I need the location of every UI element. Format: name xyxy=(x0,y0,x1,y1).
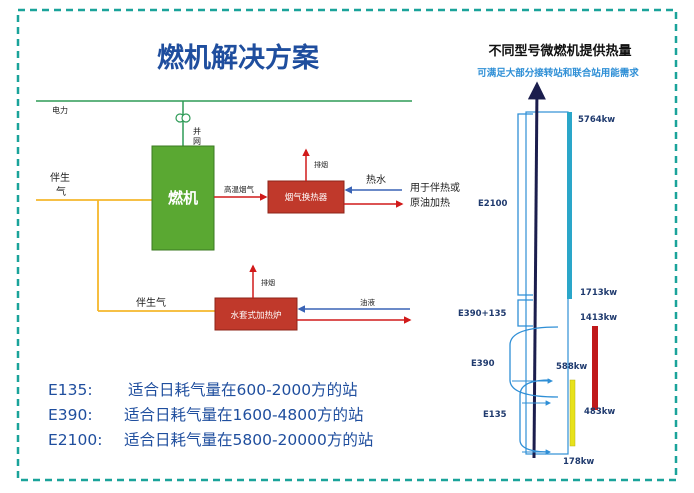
assoc-gas-line2: 气 xyxy=(56,185,66,198)
water-heater-box xyxy=(214,297,298,331)
heat-exchanger-box xyxy=(267,180,345,214)
bracket-e390 xyxy=(509,326,559,398)
bracket-e390-135 xyxy=(517,299,533,327)
grid-label-text: 并 xyxy=(193,126,201,136)
value-5764: 5764kw xyxy=(578,115,615,125)
hot-water-label: 热水 xyxy=(366,173,386,186)
scale-label-e390: E390 xyxy=(471,359,495,369)
bar-e390 xyxy=(592,326,598,410)
heat-exchanger-label: 烟气换热器 xyxy=(285,192,328,203)
value-483: 483kw xyxy=(584,407,615,417)
spec-model-2: E2100: xyxy=(48,431,102,449)
spec-desc-0: 适合日耗气量在600-2000方的站 xyxy=(128,381,358,399)
slide-frame xyxy=(16,8,678,482)
right-title: 不同型号微燃机提供热量 xyxy=(488,43,631,59)
turbine-label: 燃机 xyxy=(168,189,198,207)
page-title: 燃机解决方案 xyxy=(157,42,320,74)
exhaust-hot-label: 高温烟气 xyxy=(224,184,254,194)
power-label: 电力 xyxy=(52,105,68,115)
spec-desc-2: 适合日耗气量在5800-20000方的站 xyxy=(124,431,373,449)
bracket-e2100 xyxy=(517,113,533,296)
assoc-gas-bottom-label: 伴生气 xyxy=(136,296,166,309)
water-heater-label: 水套式加热炉 xyxy=(230,310,281,321)
specs-list: E135: 适合日耗气量在600-2000方的站 E390: 适合日耗气量在16… xyxy=(48,381,373,449)
scale-label-e135: E135 xyxy=(483,410,507,420)
value-588: 588kw xyxy=(556,362,587,372)
heating-use-label: 用于伴热或 原油加热 xyxy=(410,181,463,209)
turbine-box xyxy=(151,145,215,251)
assoc-gas-left-label: 伴生 气 xyxy=(50,171,73,198)
right-subtitle: 可满足大部分接转站和联合站用能需求 xyxy=(477,67,639,79)
assoc-gas-line1: 伴生 xyxy=(50,171,70,184)
bar-e135 xyxy=(569,379,576,447)
smoke1-label: 排烟 xyxy=(314,160,328,169)
spec-desc-1: 适合日耗气量在1600-4800方的站 xyxy=(124,406,364,424)
grid-label-text-2: 网 xyxy=(193,137,201,146)
scale-label-e2100: E2100 xyxy=(478,199,508,209)
heating-use-line1: 用于伴热或 xyxy=(410,181,460,194)
heating-use-line2: 原油加热 xyxy=(410,196,450,209)
scale-label-e390-135: E390+135 xyxy=(458,309,507,319)
transformer-icon xyxy=(175,113,191,123)
capacity-axis xyxy=(527,81,546,459)
bar-e2100 xyxy=(567,112,572,299)
spec-model-0: E135: xyxy=(48,381,93,399)
oil-label: 油液 xyxy=(360,297,375,307)
value-1713: 1713kw xyxy=(580,288,617,298)
spec-model-1: E390: xyxy=(48,406,93,424)
value-1413: 1413kw xyxy=(580,313,617,323)
value-178: 178kw xyxy=(563,457,594,467)
grid-label: 并 网 xyxy=(193,126,204,146)
smoke2-label: 排烟 xyxy=(261,278,275,287)
